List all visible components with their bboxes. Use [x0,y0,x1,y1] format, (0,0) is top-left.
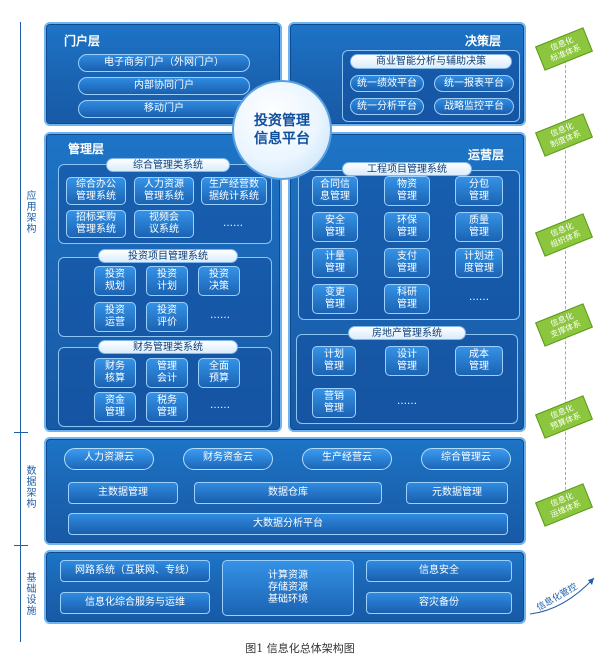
axis-tick-2 [14,545,28,546]
badge-standards: 信息化 标准体系 [535,27,593,71]
info-security[interactable]: 信息安全 [366,560,512,582]
mgmt-item[interactable]: 招标采购 管理系统 [66,210,126,238]
portal-layer: 门户层 电子商务门户（外网门户） 内部协同门户 移动门户 [44,22,282,126]
axis-label-app: 应用架构 [24,190,35,234]
finance-ellipsis: …… [210,400,230,411]
infra-layer: 网路系统（互联网、专线） 信息化综合服务与运维 计算资源 存储资源 基础环境 信… [44,550,526,624]
mgmt-item[interactable]: 人力资源 管理系统 [134,177,194,205]
disaster-backup[interactable]: 容灾备份 [366,592,512,614]
badge-organization: 信息化 组织体系 [535,213,593,257]
data-cloud[interactable]: 人力资源云 [64,448,154,470]
axis-label-infra: 基础设施 [24,572,35,616]
engineering-item[interactable]: 环保 管理 [384,212,430,242]
decision-item[interactable]: 统一分析平台 [350,98,424,115]
metadata-mgmt[interactable]: 元数据管理 [406,482,508,504]
portal-item[interactable]: 内部协同门户 [78,77,250,95]
bigdata-platform[interactable]: 大数据分析平台 [68,513,508,535]
engineering-item[interactable]: 物资 管理 [384,176,430,206]
figure-caption: 图1 信息化总体架构图 [245,642,355,655]
invest-item[interactable]: 投资 评价 [146,302,188,332]
realestate-item[interactable]: 计划 管理 [312,346,356,376]
it-service-ops[interactable]: 信息化综合服务与运维 [60,592,210,614]
finance-item[interactable]: 全面 预算 [198,358,240,388]
invest-item[interactable]: 投资 运营 [94,302,136,332]
portal-item[interactable]: 电子商务门户（外网门户） [78,54,250,72]
data-cloud[interactable]: 生产经营云 [302,448,392,470]
finance-item[interactable]: 管理 会计 [146,358,188,388]
mgmt-item[interactable]: 视频会 议系统 [134,210,194,238]
engineering-item[interactable]: 科研 管理 [384,284,430,314]
management-layer: 管理层 综合管理类系统 综合办公 管理系统 人力资源 管理系统 生产经营数 据统… [44,132,282,432]
portal-item[interactable]: 移动门户 [78,100,250,118]
engineering-item[interactable]: 分包 管理 [455,176,503,206]
finance-item[interactable]: 税务 管理 [146,392,188,422]
badge-connector [565,40,566,510]
data-cloud[interactable]: 财务资金云 [183,448,273,470]
badge-support: 信息化 支撑体系 [535,303,593,347]
portal-title: 门户层 [64,34,101,48]
invest-item[interactable]: 投资 决策 [198,266,240,296]
ops-group-engineering-title: 工程项目管理系统 [342,162,472,176]
mgmt-ellipsis: …… [223,218,243,229]
decision-item[interactable]: 战略监控平台 [434,98,514,115]
decision-item[interactable]: 统一报表平台 [434,75,514,92]
invest-ellipsis: …… [210,310,230,321]
engineering-item[interactable]: 安全 管理 [312,212,358,242]
network-system[interactable]: 网路系统（互联网、专线） [60,560,210,582]
realestate-item[interactable]: 设计 管理 [385,346,429,376]
master-data-mgmt[interactable]: 主数据管理 [68,482,178,504]
engineering-item[interactable]: 合同信 息管理 [312,176,358,206]
data-cloud[interactable]: 综合管理云 [421,448,511,470]
engineering-item[interactable]: 计划进 度管理 [455,248,503,278]
mgmt-item[interactable]: 生产经营数 据统计系统 [201,177,267,205]
axis-bracket [20,22,34,642]
engineering-item[interactable]: 质量 管理 [455,212,503,242]
control-arrow-icon [529,577,595,615]
finance-item[interactable]: 财务 核算 [94,358,136,388]
badge-operations: 信息化 运维体系 [535,483,593,527]
finance-item[interactable]: 资金 管理 [94,392,136,422]
decision-sub-title: 商业智能分析与辅助决策 [350,54,512,69]
decision-title: 决策层 [465,34,502,48]
invest-item[interactable]: 投资 计划 [146,266,188,296]
realestate-ellipsis: …… [397,396,417,407]
engineering-ellipsis: …… [469,292,489,303]
engineering-item[interactable]: 计量 管理 [312,248,358,278]
mgmt-item[interactable]: 综合办公 管理系统 [66,177,126,205]
badge-policy: 信息化 制度体系 [535,113,593,157]
invest-item[interactable]: 投资 规划 [94,266,136,296]
mgmt-group-investment-title: 投资项目管理系统 [98,249,238,263]
data-warehouse[interactable]: 数据仓库 [194,482,382,504]
mgmt-group-general-title: 综合管理类系统 [106,158,230,172]
axis-label-data: 数据架构 [24,465,35,509]
decision-item[interactable]: 统一绩效平台 [350,75,424,92]
engineering-item[interactable]: 变更 管理 [312,284,358,314]
decision-layer: 决策层 商业智能分析与辅助决策 统一绩效平台 统一报表平台 统一分析平台 战略监… [288,22,526,126]
mgmt-group-finance-title: 财务管理类系统 [98,340,238,354]
data-layer: 人力资源云 财务资金云 生产经营云 综合管理云 主数据管理 数据仓库 元数据管理… [44,437,526,545]
realestate-item[interactable]: 成本 管理 [455,346,503,376]
center-platform: 投资管理 信息平台 [232,80,332,180]
realestate-item[interactable]: 营销 管理 [312,388,356,418]
ops-group-realestate-title: 房地产管理系统 [348,326,466,340]
management-title: 管理层 [68,142,105,156]
badge-budget: 信息化 预算体系 [535,395,593,439]
operations-title: 运营层 [468,148,505,162]
compute-storage[interactable]: 计算资源 存储资源 基础环境 [222,560,354,616]
engineering-item[interactable]: 支付 管理 [384,248,430,278]
axis-tick-1 [14,432,28,433]
